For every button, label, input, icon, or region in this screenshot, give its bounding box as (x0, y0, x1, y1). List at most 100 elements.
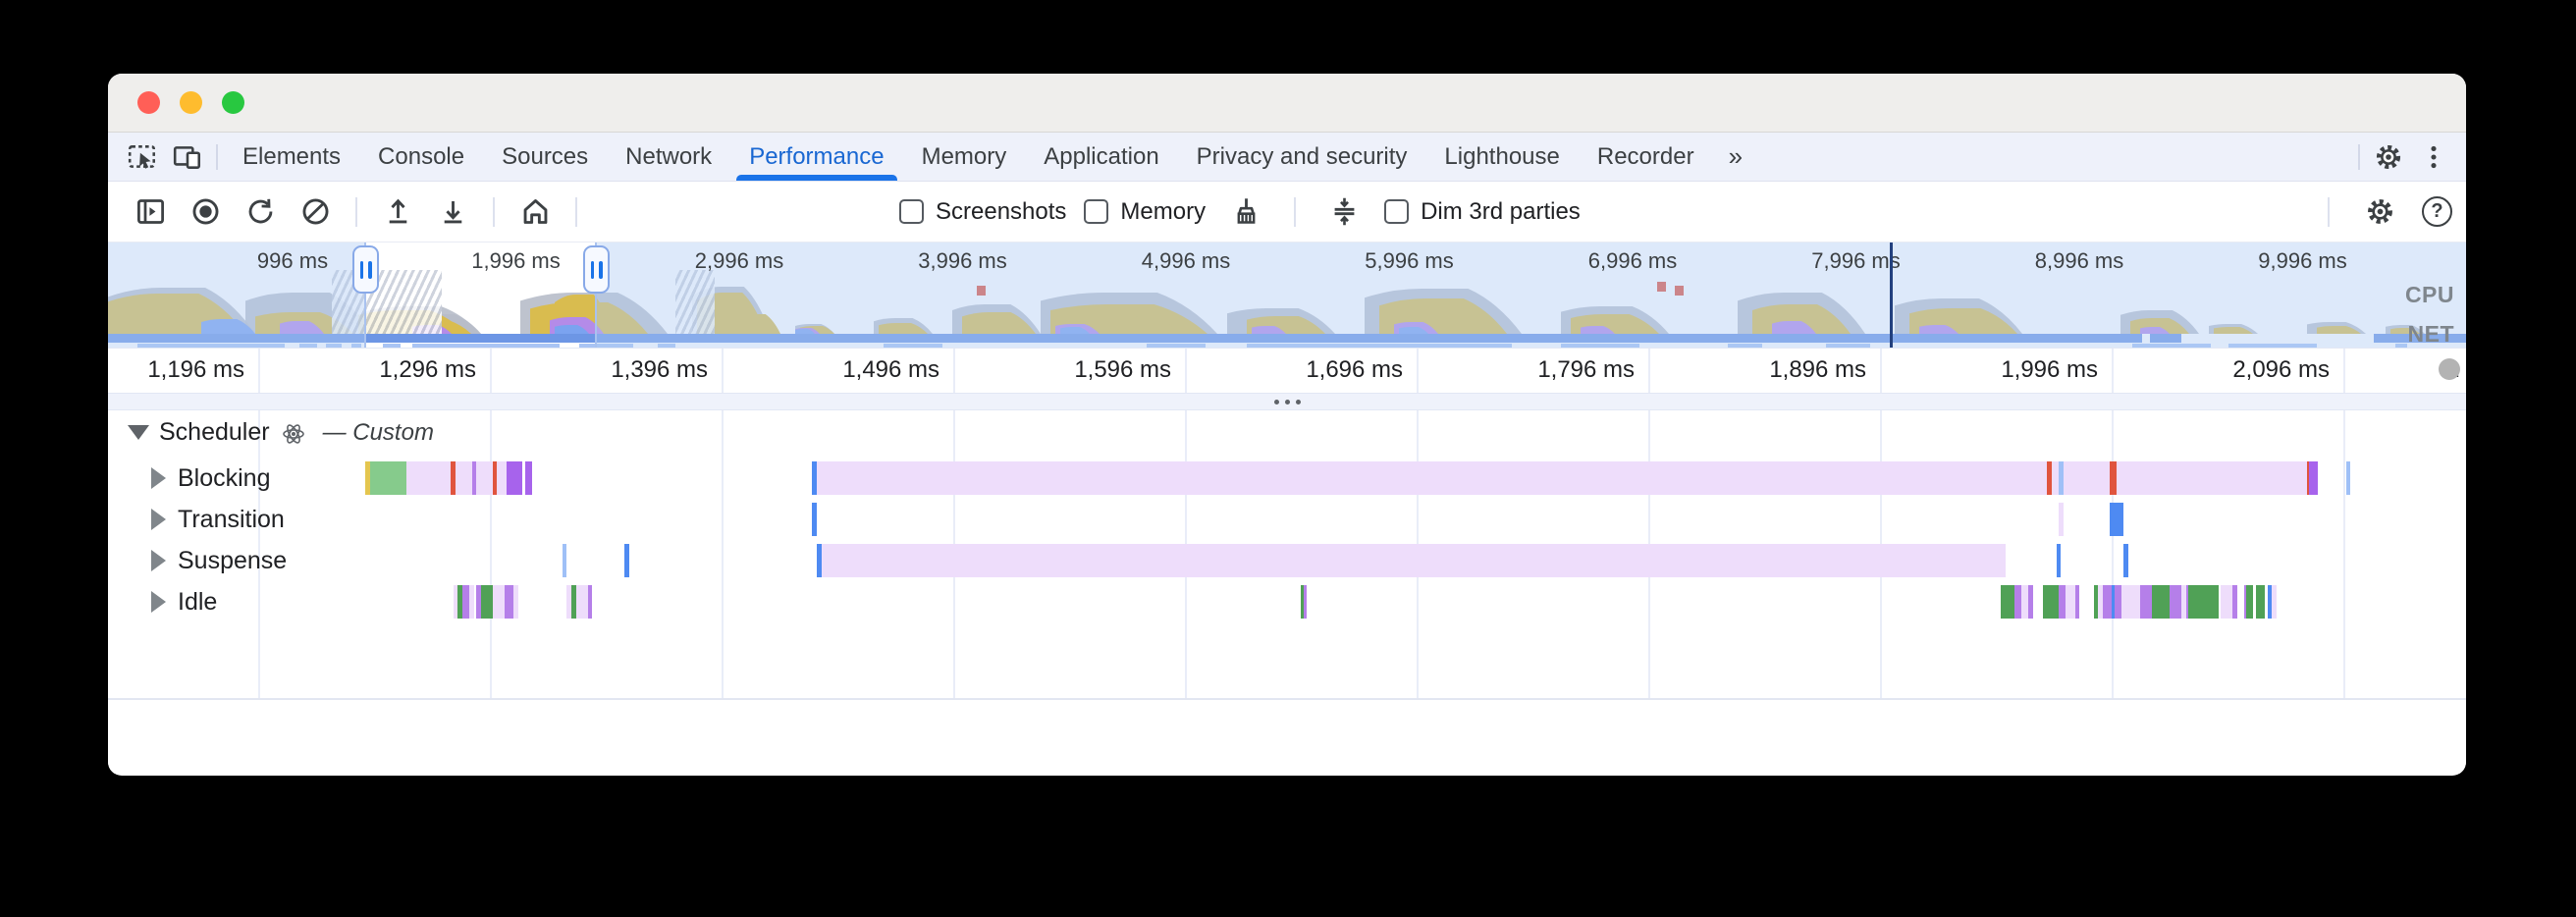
help-button[interactable]: ? (2422, 196, 2452, 227)
trace-segment[interactable] (469, 585, 474, 619)
record-and-reload-button[interactable] (238, 195, 283, 228)
trace-segment[interactable] (2181, 585, 2186, 619)
trace-segment[interactable] (571, 585, 576, 619)
minimize-window-button[interactable] (180, 91, 202, 114)
trace-segment[interactable] (453, 585, 458, 619)
trace-segment[interactable] (456, 461, 472, 495)
clear-button[interactable] (293, 195, 338, 228)
screenshots-checkbox[interactable]: Screenshots (899, 198, 1066, 226)
trace-segment[interactable] (492, 585, 505, 619)
trace-segment[interactable] (2001, 585, 2015, 619)
selection-handle-left[interactable] (352, 245, 379, 294)
trace-segment[interactable] (2014, 585, 2022, 619)
trace-segment[interactable] (2243, 585, 2247, 619)
capture-settings-button[interactable] (2357, 195, 2402, 228)
trace-segment[interactable] (2056, 544, 2062, 577)
zoom-window-button[interactable] (222, 91, 244, 114)
record-button[interactable] (183, 195, 228, 228)
save-profile-button[interactable] (430, 195, 475, 228)
trace-segment[interactable] (369, 461, 407, 495)
toggle-device-toolbar-button[interactable] (165, 133, 210, 181)
trace-segment[interactable] (457, 585, 463, 619)
trace-segment[interactable] (562, 544, 567, 577)
trace-segment[interactable] (476, 585, 481, 619)
tab-network[interactable]: Network (607, 133, 730, 181)
trace-segment[interactable] (2059, 585, 2066, 619)
trace-segment[interactable] (2185, 585, 2189, 619)
trace-segment[interactable] (2151, 585, 2171, 619)
trace-segment[interactable] (2246, 585, 2254, 619)
trace-segment[interactable] (513, 585, 518, 619)
trace-segment[interactable] (506, 461, 523, 495)
trace-segment[interactable] (2120, 585, 2140, 619)
trace-segment[interactable] (476, 461, 493, 495)
trace-segment[interactable] (2074, 585, 2080, 619)
memory-checkbox[interactable]: Memory (1084, 198, 1206, 226)
trace-segment[interactable] (812, 461, 818, 495)
trace-segment[interactable] (497, 461, 507, 495)
trace-segment[interactable] (492, 461, 498, 495)
trace-segment[interactable] (2221, 585, 2233, 619)
trace-segment[interactable] (575, 585, 588, 619)
pane-resize-handle[interactable] (108, 393, 2466, 410)
trace-segment[interactable] (817, 461, 2048, 495)
trace-segment[interactable] (364, 461, 370, 495)
trace-segment[interactable] (2272, 585, 2277, 619)
tab-sources[interactable]: Sources (483, 133, 607, 181)
trace-segment[interactable] (566, 585, 571, 619)
trace-segment[interactable] (2112, 585, 2116, 619)
trace-segment[interactable] (2021, 585, 2029, 619)
trace-segment[interactable] (2093, 585, 2099, 619)
trace-segment[interactable] (2059, 503, 2064, 536)
trace-segment[interactable] (821, 544, 2006, 577)
row-toggle-idle[interactable]: Idle (151, 581, 217, 622)
playhead-marker[interactable] (1890, 243, 1893, 348)
tab-memory[interactable]: Memory (903, 133, 1026, 181)
trace-segment[interactable] (2123, 544, 2128, 577)
trace-segment[interactable] (2047, 461, 2053, 495)
tab-recorder[interactable]: Recorder (1579, 133, 1713, 181)
trace-segment[interactable] (2063, 461, 2111, 495)
scheduler-track-header[interactable]: Scheduler — Custom (128, 418, 434, 447)
devtools-settings-button[interactable] (2366, 141, 2411, 173)
trace-segment[interactable] (812, 503, 818, 536)
trace-segment[interactable] (2114, 585, 2121, 619)
tab-privacy-and-security[interactable]: Privacy and security (1178, 133, 1426, 181)
row-toggle-transition[interactable]: Transition (151, 499, 285, 540)
trace-segment[interactable] (2028, 585, 2034, 619)
trace-segment[interactable] (451, 461, 456, 495)
vertical-scrollbar-thumb[interactable] (2439, 358, 2460, 380)
trace-segment[interactable] (2102, 585, 2113, 619)
tab-application[interactable]: Application (1025, 133, 1177, 181)
row-toggle-suspense[interactable]: Suspense (151, 540, 287, 581)
trace-segment[interactable] (524, 461, 532, 495)
tab-performance[interactable]: Performance (730, 133, 902, 181)
trace-segment[interactable] (817, 544, 822, 577)
trace-segment[interactable] (2232, 585, 2237, 619)
trace-segment[interactable] (2110, 503, 2124, 536)
trace-segment[interactable] (2345, 461, 2351, 495)
row-toggle-blocking[interactable]: Blocking (151, 458, 271, 499)
dim-3rd-parties-checkbox[interactable]: Dim 3rd parties (1384, 198, 1581, 226)
trace-segment[interactable] (471, 461, 477, 495)
trace-segment[interactable] (2139, 585, 2152, 619)
trace-segment[interactable] (480, 585, 493, 619)
inspect-element-button[interactable] (120, 133, 165, 181)
trace-segment[interactable] (406, 461, 452, 495)
trace-segment[interactable] (2042, 585, 2060, 619)
trace-segment[interactable] (2255, 585, 2266, 619)
trace-segment[interactable] (624, 544, 629, 577)
more-tabs-button[interactable]: » (1728, 141, 1744, 171)
trace-segment[interactable] (462, 585, 470, 619)
trace-segment[interactable] (2306, 461, 2310, 495)
tab-console[interactable]: Console (359, 133, 483, 181)
tab-lighthouse[interactable]: Lighthouse (1425, 133, 1578, 181)
trace-segment[interactable] (2059, 461, 2064, 495)
collapse-sections-button[interactable] (1321, 195, 1367, 228)
flamechart-time-ruler[interactable]: 2 1,196 ms1,296 ms1,396 ms1,496 ms1,596 … (108, 349, 2466, 393)
trace-segment[interactable] (2117, 461, 2307, 495)
toggle-sidebar-button[interactable] (128, 195, 173, 228)
trace-segment[interactable] (504, 585, 513, 619)
trace-segment[interactable] (2170, 585, 2182, 619)
